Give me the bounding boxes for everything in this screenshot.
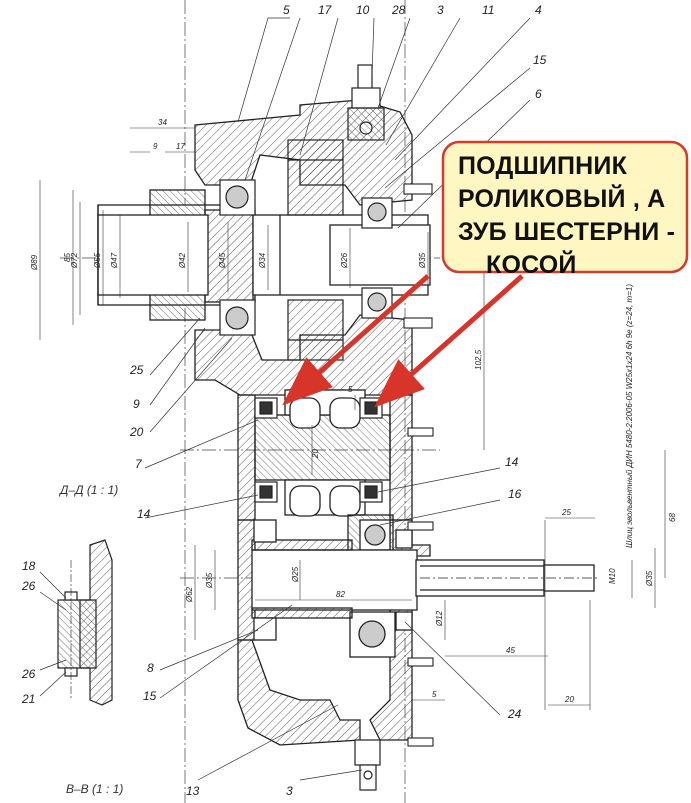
callout-arrow-right [374,274,524,408]
part-26-bottom: 26 [21,667,36,681]
part-25: 25 [129,363,144,377]
part-3-bottom: 3 [286,784,293,798]
spline-note: Шлиц эвольвентный ДИН 5480-2:2006-05 W25… [625,284,634,548]
callout-line-1: ПОДШИПНИК [458,152,628,180]
dim-dia-55: Ø55 [93,252,102,269]
dim-dia-47: Ø47 [110,252,119,269]
dim-20-bottom: 20 [564,695,574,704]
dim-dia-62: Ø62 [185,586,194,603]
dim-5-bottom: 5 [432,690,437,699]
dim-dia-42: Ø42 [178,252,187,269]
dim-25: 25 [561,508,571,517]
part-3-top: 3 [437,3,444,17]
part-6: 6 [535,87,542,101]
dim-dia-35-top: Ø35 [418,252,427,269]
part-9: 9 [133,397,140,411]
part-13: 13 [186,784,200,798]
dim-m10: M10 [608,568,617,584]
callout-arrow-left [282,274,430,406]
dim-dia-12: Ø12 [435,610,444,627]
section-detail [57,539,113,706]
dim-dia-26: Ø26 [340,252,349,269]
part-21: 21 [21,692,35,706]
callout-arrows [282,274,524,408]
callout-line-4: КОСОЙ [486,251,577,279]
drain-plug [354,739,381,791]
dim-dia-89: Ø89 [30,254,39,271]
dim-68: 68 [668,513,677,522]
part-8: 8 [147,661,154,675]
part-17: 17 [318,3,333,17]
part-10: 10 [356,3,370,17]
upper-bearings [219,179,393,336]
dimension-texts: 34 9 17 Ø89 85 Ø72 Ø55 Ø47 Ø42 Ø45 Ø34 Ø… [30,118,677,704]
part-16: 16 [508,487,522,501]
roller-bearings [254,397,383,503]
dim-85: 85 [63,253,72,262]
leader-lines [39,17,531,781]
dim-dia-35-right: Ø35 [645,570,654,587]
dim-dia-34: Ø34 [258,252,267,269]
section-label-vv: В–В (1 : 1) [66,782,123,796]
dim-dia-35-left: Ø35 [205,572,214,589]
dim-dia-72: Ø72 [70,252,79,269]
dim-102-5: 102,5 [474,349,483,370]
dim-34: 34 [158,118,167,127]
part-11: 11 [482,3,494,17]
dim-dia-45: Ø45 [218,252,227,269]
output-shaft [251,519,600,641]
dim-20: 20 [311,449,320,459]
dim-45: 45 [506,646,515,655]
callout-bubble [441,140,689,274]
dim-9: 9 [153,142,158,151]
dim-17: 17 [176,142,185,151]
part-4: 4 [535,3,542,17]
bolts [403,183,434,747]
part-15-bottom: 15 [143,689,157,703]
part-5: 5 [283,3,290,17]
part-7: 7 [135,457,143,471]
part-24: 24 [507,707,522,721]
callout-line-3: ЗУБ ШЕСТЕРНИ - [458,218,676,246]
middle-housing [237,389,413,521]
callout-line-2: РОЛИКОВЫЙ , А [458,185,666,213]
callout-text: ПОДШИПНИК РОЛИКОВЫЙ , А ЗУБ ШЕСТЕРНИ - К… [458,150,684,282]
part-15-top: 15 [533,53,547,67]
dimension-lines [39,127,666,710]
part-14-right: 14 [505,455,519,469]
input-shaft [97,189,431,321]
part-18: 18 [22,559,36,573]
part-14-left: 14 [137,507,151,521]
part-28: 28 [391,3,406,17]
part-numbers: 5 17 10 28 3 11 4 15 6 25 9 20 7 14 14 1… [21,3,547,798]
part-26-top: 26 [21,579,36,593]
dim-5-top: 5 [348,385,353,394]
dim-82: 82 [336,590,345,599]
section-label-dd: Д–Д (1 : 1) [58,483,118,497]
dim-dia-25: Ø25 [291,566,300,583]
breather-plug [347,64,385,141]
part-20: 20 [129,425,144,439]
